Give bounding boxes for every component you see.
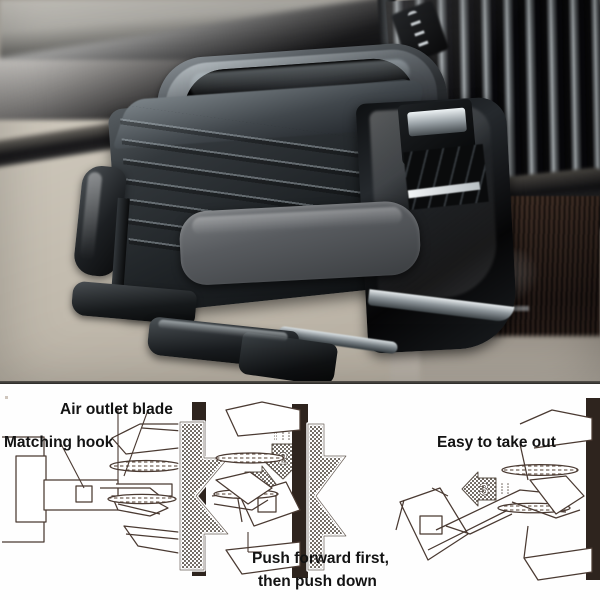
label-push-forward-first: Push forward first,: [252, 550, 389, 567]
step-3-number: 3: [479, 480, 488, 499]
photo-bottom-edge: [0, 381, 600, 384]
paper-speck: [5, 396, 8, 399]
label-then-push-down: then push down: [258, 573, 377, 590]
label-easy-to-take-out: Easy to take out: [437, 434, 556, 451]
diagram-linework: 1 2: [2, 398, 600, 581]
installation-diagram: 1 2: [0, 384, 600, 600]
label-air-outlet-blade: Air outlet blade: [60, 401, 173, 418]
label-matching-hook: Matching hook: [4, 434, 114, 451]
product-photo: [0, 0, 600, 384]
photo-vignette: [0, 0, 600, 384]
